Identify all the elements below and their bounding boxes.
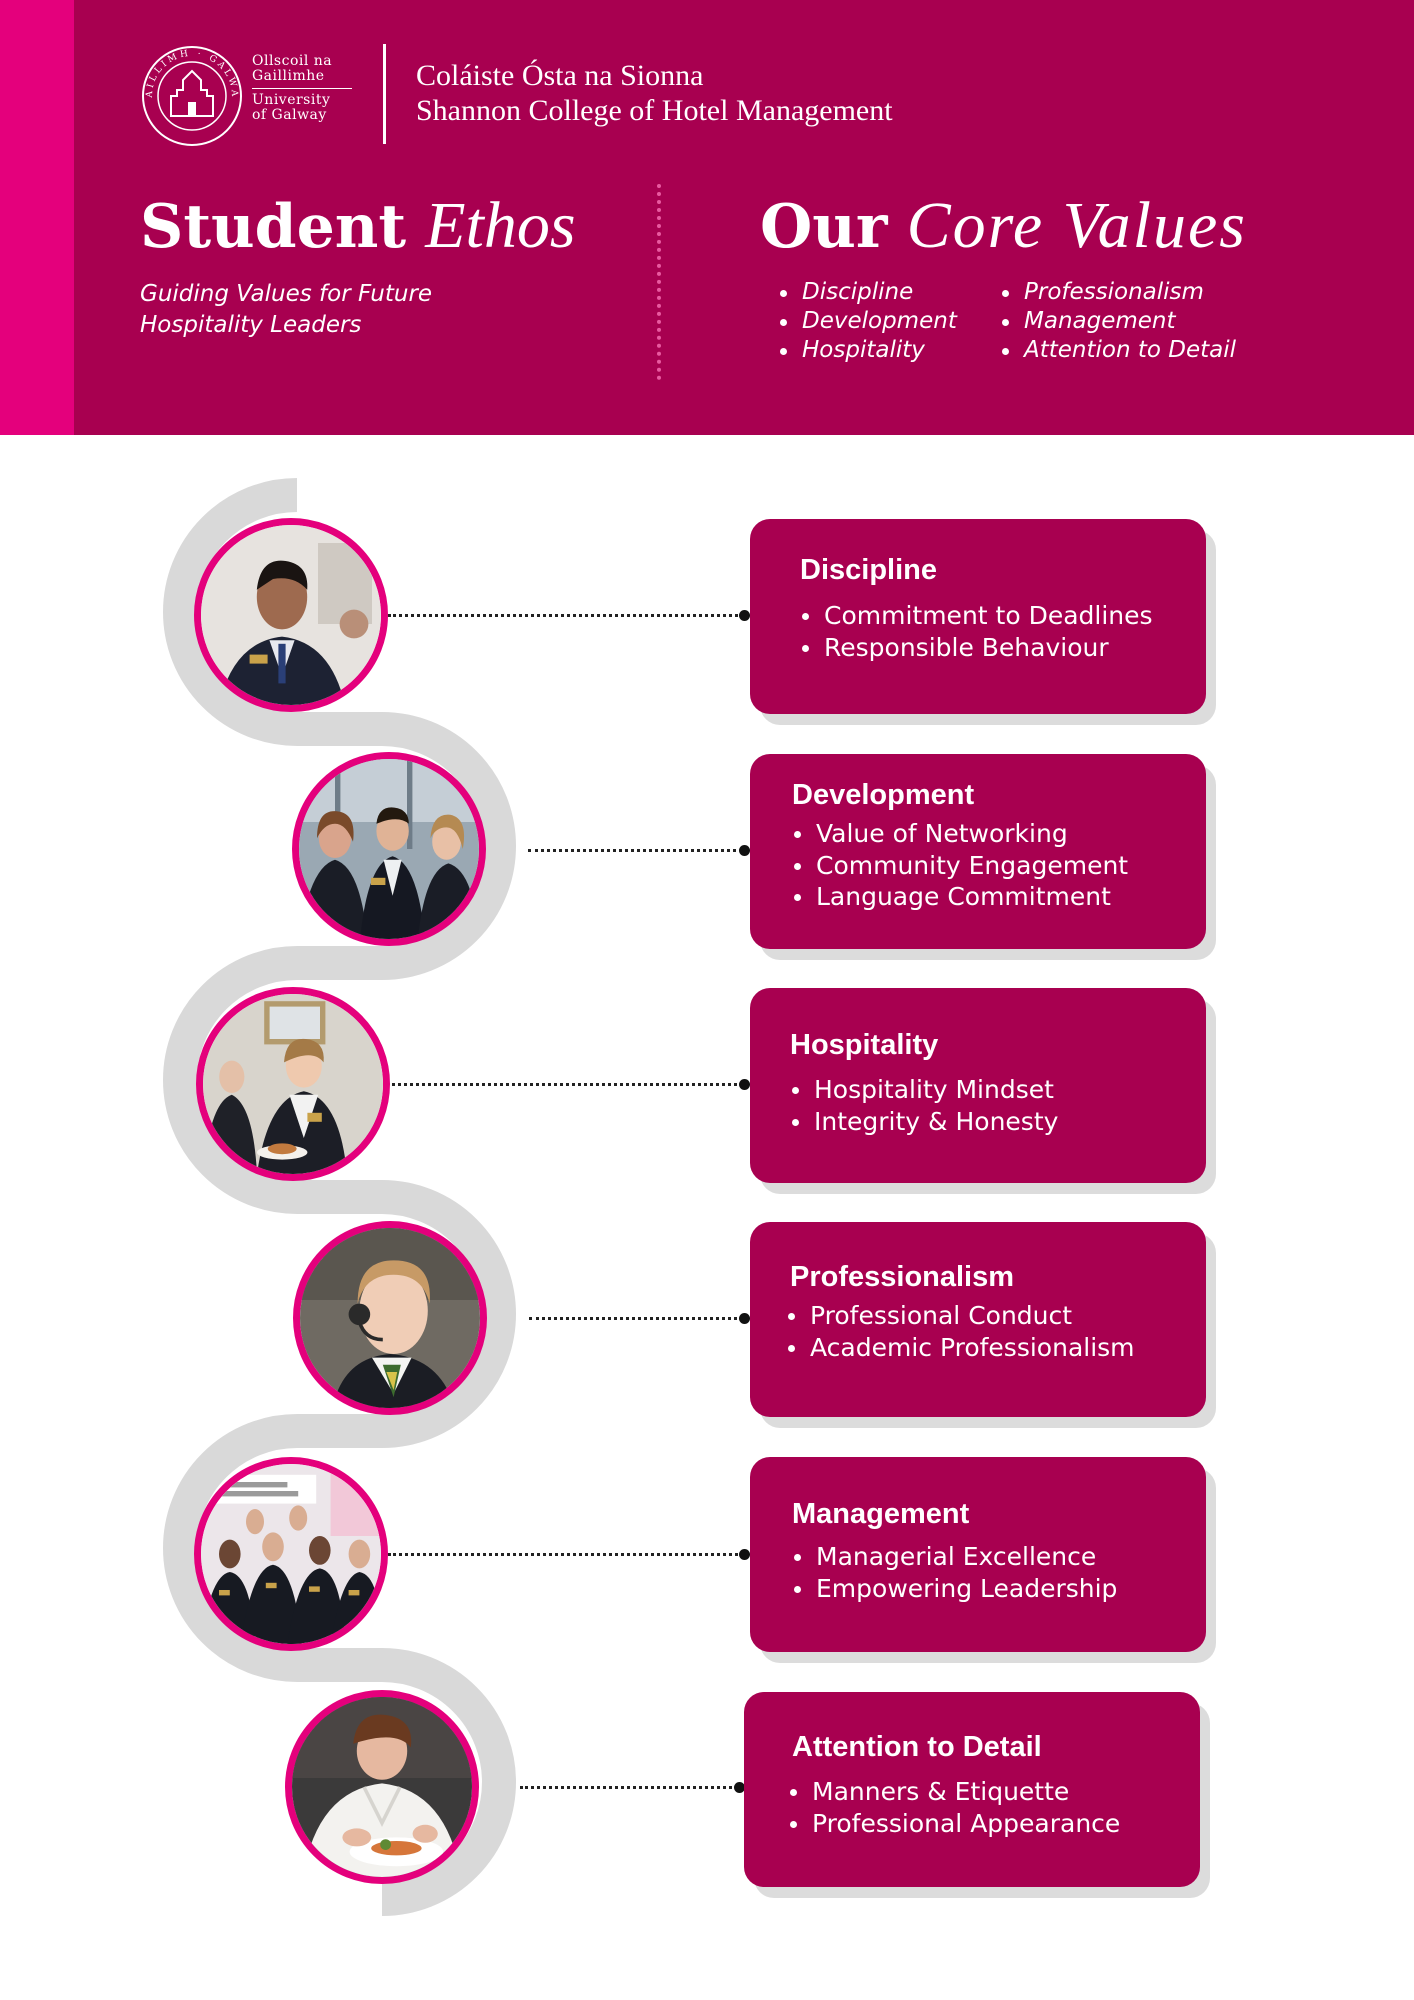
university-name-rule	[252, 88, 352, 89]
value-card-discipline: Discipline Commitment to Deadlines Respo…	[750, 519, 1206, 714]
college-name-irish: Coláiste Ósta na Sionna	[416, 59, 704, 92]
connector-line	[388, 1553, 743, 1556]
connector-line	[529, 1317, 743, 1320]
core-value-item: Development	[778, 307, 957, 336]
university-irish-line-2: Gaillimhe	[252, 68, 325, 84]
connector-dot	[739, 1079, 750, 1090]
value-card-item: Professional Conduct	[786, 1300, 1135, 1332]
connector-line	[388, 614, 743, 617]
value-card-list: Professional Conduct Academic Profession…	[786, 1300, 1135, 1363]
core-values-title-bold: Our	[760, 192, 888, 262]
logo-divider	[383, 44, 386, 144]
core-value-item: Professionalism	[1000, 278, 1236, 307]
university-name: Ollscoil na Gaillimhe University of Galw…	[252, 54, 352, 123]
core-values-list-left: Discipline Development Hospitality	[778, 278, 957, 365]
student-in-lecture-photo	[194, 518, 388, 712]
connector-dot	[734, 1782, 745, 1793]
connector-dot	[739, 610, 750, 621]
core-value-item: Attention to Detail	[1000, 336, 1236, 365]
value-card-item: Academic Professionalism	[786, 1332, 1135, 1364]
value-card-item: Managerial Excellence	[792, 1541, 1117, 1573]
core-value-item: Hospitality	[778, 336, 957, 365]
value-card-title: Development	[792, 779, 975, 811]
ethos-subtitle: Guiding Values for Future Hospitality Le…	[140, 281, 433, 338]
value-card-item: Value of Networking	[792, 818, 1128, 850]
connector-dot	[739, 845, 750, 856]
connector-dot	[739, 1313, 750, 1324]
ethos-title: Student Ethos	[140, 188, 576, 265]
value-card-development: Development Value of Networking Communit…	[750, 754, 1206, 949]
chef-plating-photo	[285, 1690, 479, 1884]
university-english-line-2: of Galway	[252, 107, 327, 123]
value-card-item: Integrity & Honesty	[790, 1106, 1058, 1138]
header-banner: GAILLIMH · GALWAY Ollscoil na Gaillimhe …	[0, 0, 1414, 435]
value-card-title: Attention to Detail	[792, 1731, 1042, 1763]
value-card-title: Discipline	[800, 554, 937, 586]
value-card-list: Managerial Excellence Empowering Leaders…	[792, 1541, 1117, 1604]
value-card-list: Commitment to Deadlines Responsible Beha…	[800, 600, 1153, 663]
value-card-item: Hospitality Mindset	[790, 1074, 1058, 1106]
ethos-title-italic: Ethos	[425, 189, 576, 262]
value-card-item: Responsible Behaviour	[800, 632, 1153, 664]
connector-line	[392, 1083, 743, 1086]
value-card-item: Community Engagement	[792, 850, 1128, 882]
students-networking-photo	[292, 752, 486, 946]
university-seal-logo: GAILLIMH · GALWAY	[140, 44, 242, 146]
value-card-title: Management	[792, 1498, 970, 1530]
connector-dot	[739, 1549, 750, 1560]
value-card-title: Professionalism	[790, 1261, 1015, 1293]
student-group-photo	[194, 1457, 388, 1651]
college-name: Coláiste Ósta na Sionna Shannon College …	[416, 58, 893, 128]
value-card-hospitality: Hospitality Hospitality Mindset Integrit…	[750, 988, 1206, 1183]
student-with-headset-photo	[293, 1221, 487, 1415]
value-card-title: Hospitality	[790, 1029, 939, 1061]
value-card-list: Value of Networking Community Engagement…	[792, 818, 1128, 913]
value-card-list: Manners & Etiquette Professional Appeara…	[788, 1776, 1120, 1839]
university-english-line-1: University	[252, 92, 331, 108]
connector-line	[528, 849, 743, 852]
core-value-item: Discipline	[778, 278, 957, 307]
value-card-item: Professional Appearance	[788, 1808, 1120, 1840]
core-values-title: Our Core Values	[760, 188, 1247, 265]
value-card-item: Manners & Etiquette	[788, 1776, 1120, 1808]
connector-line	[520, 1786, 738, 1789]
value-card-professionalism: Professionalism Professional Conduct Aca…	[750, 1222, 1206, 1417]
university-irish-line-1: Ollscoil na	[252, 53, 333, 69]
student-serving-food-photo	[196, 987, 390, 1181]
ethos-title-bold: Student	[140, 192, 407, 262]
value-card-item: Commitment to Deadlines	[800, 600, 1153, 632]
header-dotted-divider	[657, 184, 661, 380]
college-name-english: Shannon College of Hotel Management	[416, 94, 893, 127]
value-card-item: Empowering Leadership	[792, 1573, 1117, 1605]
core-values-list-right: Professionalism Management Attention to …	[1000, 278, 1236, 365]
core-value-item: Management	[1000, 307, 1236, 336]
accent-strip	[0, 0, 74, 435]
core-values-title-italic: Core Values	[906, 189, 1247, 262]
value-card-list: Hospitality Mindset Integrity & Honesty	[790, 1074, 1058, 1137]
value-card-management: Management Managerial Excellence Empower…	[750, 1457, 1206, 1652]
value-card-item: Language Commitment	[792, 881, 1128, 913]
value-card-attention-to-detail: Attention to Detail Manners & Etiquette …	[744, 1692, 1200, 1887]
